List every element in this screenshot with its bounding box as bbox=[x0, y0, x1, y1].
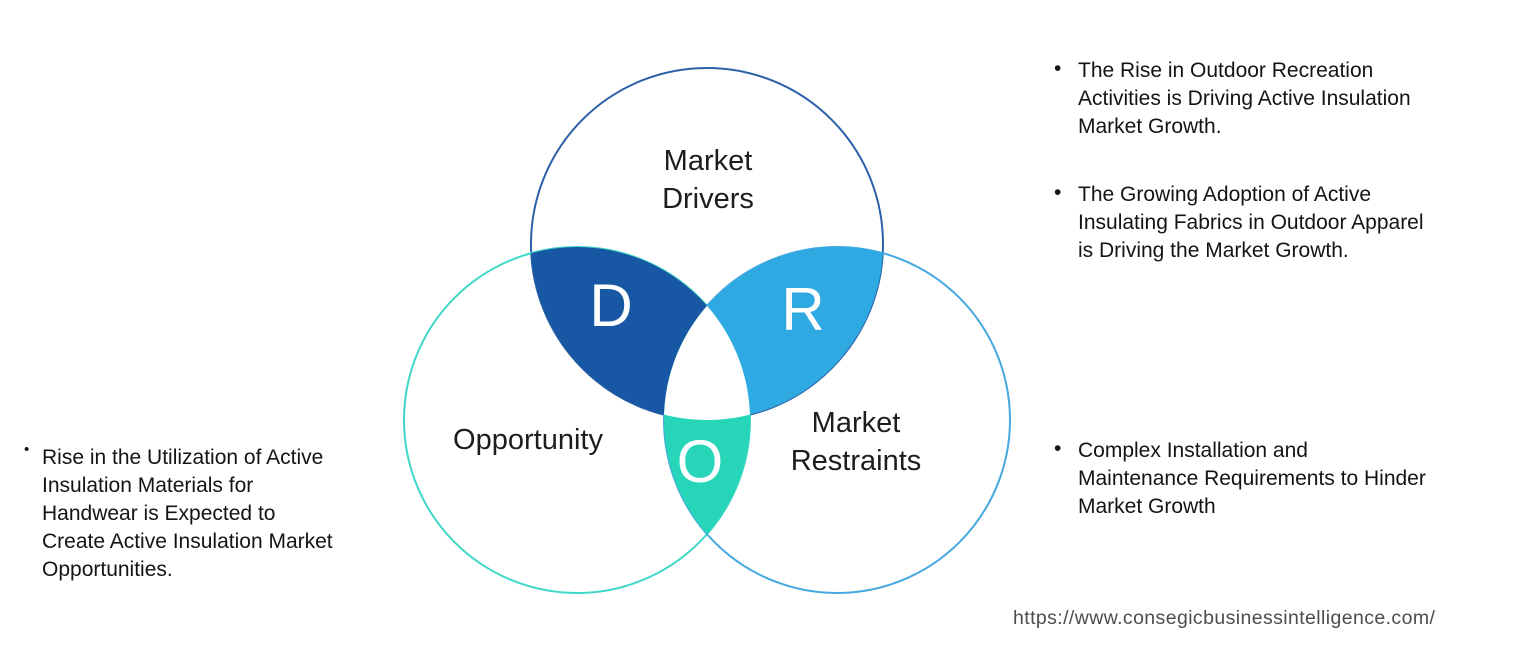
source-url: https://www.consegicbusinessintelligence… bbox=[1013, 607, 1436, 629]
note-line: Activities is Driving Active Insulation bbox=[1078, 87, 1411, 110]
note-line: Insulation Materials for bbox=[42, 474, 254, 497]
venn-label-line: Drivers bbox=[662, 183, 754, 215]
note-line: The Rise in Outdoor Recreation bbox=[1078, 59, 1374, 82]
venn-label-line: Restraints bbox=[790, 445, 922, 477]
note-line: Rise in the Utilization of Active bbox=[42, 446, 324, 469]
note-line: Opportunities. bbox=[42, 558, 173, 581]
region-letter-o: O bbox=[676, 428, 724, 495]
region-letter-r: R bbox=[781, 276, 825, 343]
bullet-icon: • bbox=[1054, 57, 1062, 80]
bullet-icon: • bbox=[1054, 437, 1062, 460]
venn-label-opportunity: Opportunity bbox=[453, 421, 603, 459]
note-line: is Driving the Market Growth. bbox=[1078, 239, 1349, 262]
driver-note-1: The Rise in Outdoor Recreation Activitie… bbox=[1078, 57, 1411, 141]
venn-label-line: Opportunity bbox=[453, 424, 603, 456]
note-line: Market Growth bbox=[1078, 495, 1216, 518]
note-line: The Growing Adoption of Active bbox=[1078, 183, 1372, 206]
driver-note-2: The Growing Adoption of Active Insulatin… bbox=[1078, 181, 1424, 265]
venn-label-market-drivers: Market Drivers bbox=[662, 142, 754, 218]
note-line: Create Active Insulation Market bbox=[42, 530, 333, 553]
region-r-fill bbox=[664, 247, 883, 420]
note-line: Complex Installation and bbox=[1078, 439, 1308, 462]
region-letter-d: D bbox=[589, 272, 633, 339]
note-line: Maintenance Requirements to Hinder bbox=[1078, 467, 1426, 490]
opportunity-note: Rise in the Utilization of Active Insula… bbox=[42, 444, 333, 584]
bullet-icon: • bbox=[1054, 181, 1062, 204]
restraint-note: Complex Installation and Maintenance Req… bbox=[1078, 437, 1426, 521]
region-d-fill bbox=[531, 247, 750, 420]
note-line: Insulating Fabrics in Outdoor Apparel bbox=[1078, 211, 1424, 234]
note-line: Market Growth. bbox=[1078, 115, 1222, 138]
venn-label-line: Market bbox=[663, 145, 753, 177]
venn-label-line: Market bbox=[811, 407, 901, 439]
bullet-icon: • bbox=[24, 441, 30, 458]
venn-label-market-restraints: Market Restraints bbox=[791, 404, 922, 480]
note-line: Handwear is Expected to bbox=[42, 502, 276, 525]
